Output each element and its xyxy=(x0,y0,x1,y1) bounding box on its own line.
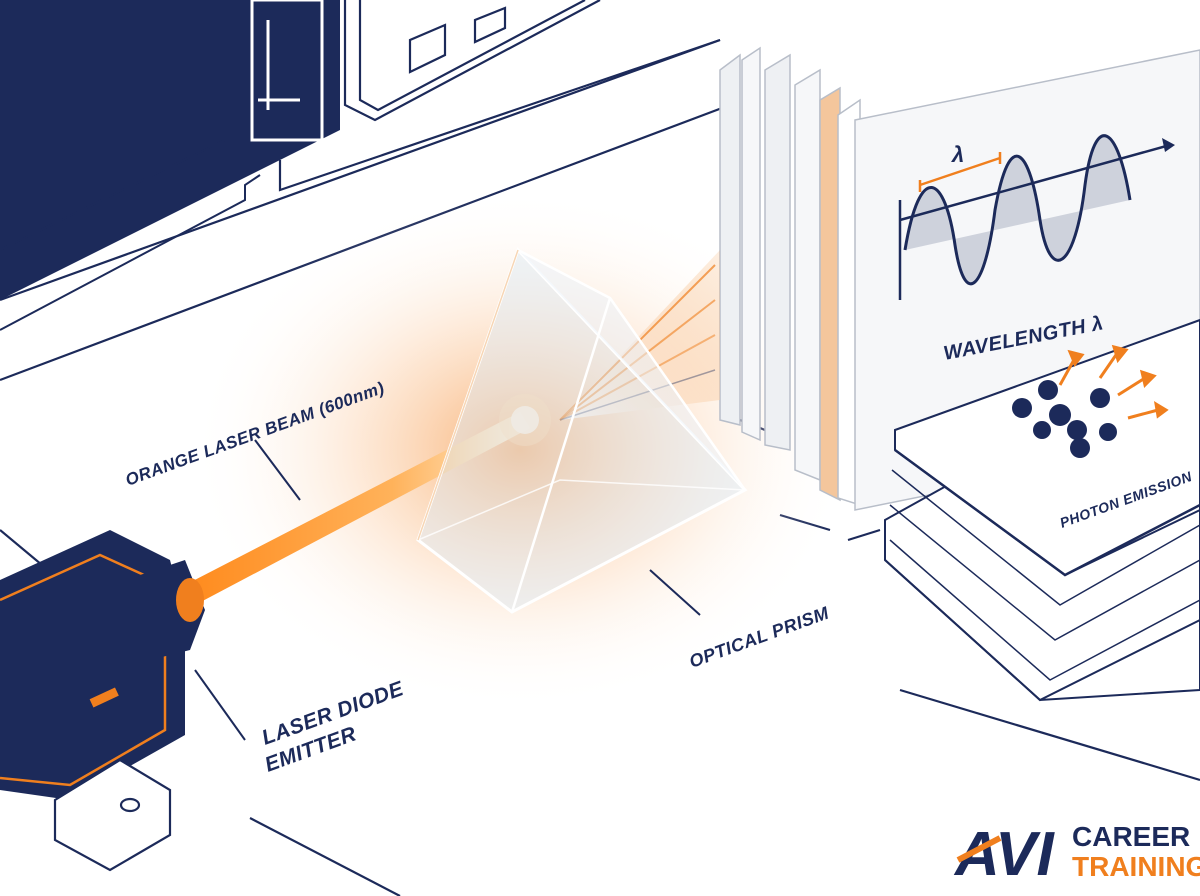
callout-lines xyxy=(194,439,701,741)
photon-emission-stack xyxy=(884,318,1200,702)
lambda-symbol: λ xyxy=(951,142,965,167)
oscilloscope-screen xyxy=(0,0,340,331)
logo-career: CAREER xyxy=(1072,821,1190,852)
avi-logo: AVI CAREER TRAINING xyxy=(953,820,1200,889)
status-led xyxy=(89,687,119,708)
orange-laser-beam xyxy=(185,394,551,605)
optical-prism xyxy=(416,247,748,614)
logo-training: TRAINING xyxy=(1072,851,1200,882)
control-panel-device xyxy=(278,0,721,192)
lambda-bracket xyxy=(918,152,1002,192)
laser-diode-emitter xyxy=(0,530,205,872)
detector-panels xyxy=(719,46,1200,511)
